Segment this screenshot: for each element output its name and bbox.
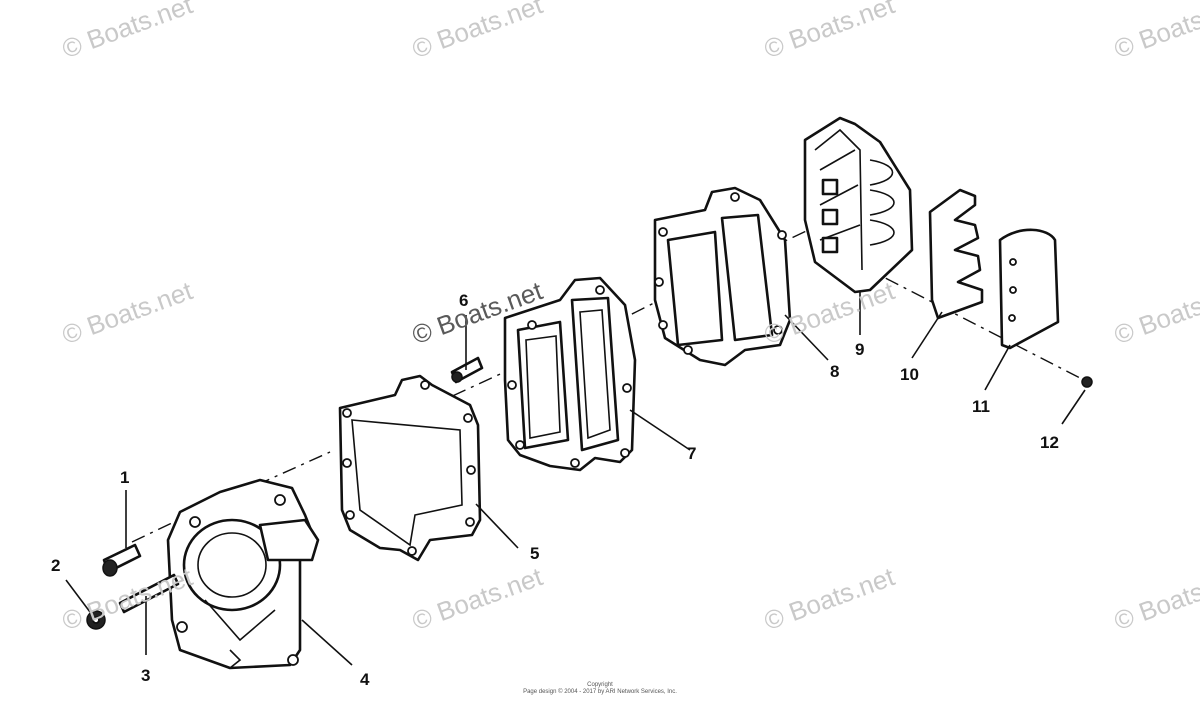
part-1-screw xyxy=(102,543,142,577)
callout-12[interactable]: 12 xyxy=(1040,433,1059,452)
callout-11[interactable]: 11 xyxy=(972,397,990,416)
copyright-heading: Copyright xyxy=(587,682,613,688)
part-10-reed-petals xyxy=(928,188,984,320)
assembly-centerline xyxy=(131,219,1081,543)
part-12-screw xyxy=(1081,376,1093,388)
callout-8[interactable]: 8 xyxy=(830,362,840,381)
callout-5[interactable]: 5 xyxy=(530,544,540,563)
part-4-intake-adapter xyxy=(166,478,320,670)
copyright-text: Page design © 2004 - 2017 by ARI Network… xyxy=(523,689,677,695)
part-8-gasket xyxy=(653,186,792,367)
callout-10[interactable]: 10 xyxy=(900,365,919,384)
callout-3[interactable]: 3 xyxy=(141,666,151,685)
callout-4[interactable]: 4 xyxy=(360,670,370,689)
part-6-screw xyxy=(450,356,484,384)
part-3-stud xyxy=(118,573,180,614)
part-9-reed-block xyxy=(803,116,914,294)
part-7-reed-plate xyxy=(503,276,637,472)
callout-7[interactable]: 7 xyxy=(687,444,697,463)
part-11-reed-stop xyxy=(998,228,1060,350)
callout-9[interactable]: 9 xyxy=(855,340,865,359)
callout-6[interactable]: 6 xyxy=(459,291,469,310)
part-5-gasket xyxy=(338,374,482,562)
callout-1[interactable]: 1 xyxy=(120,468,130,487)
leader-lines xyxy=(65,292,1086,666)
part-2-nut xyxy=(86,610,106,630)
callout-2[interactable]: 2 xyxy=(51,556,61,575)
